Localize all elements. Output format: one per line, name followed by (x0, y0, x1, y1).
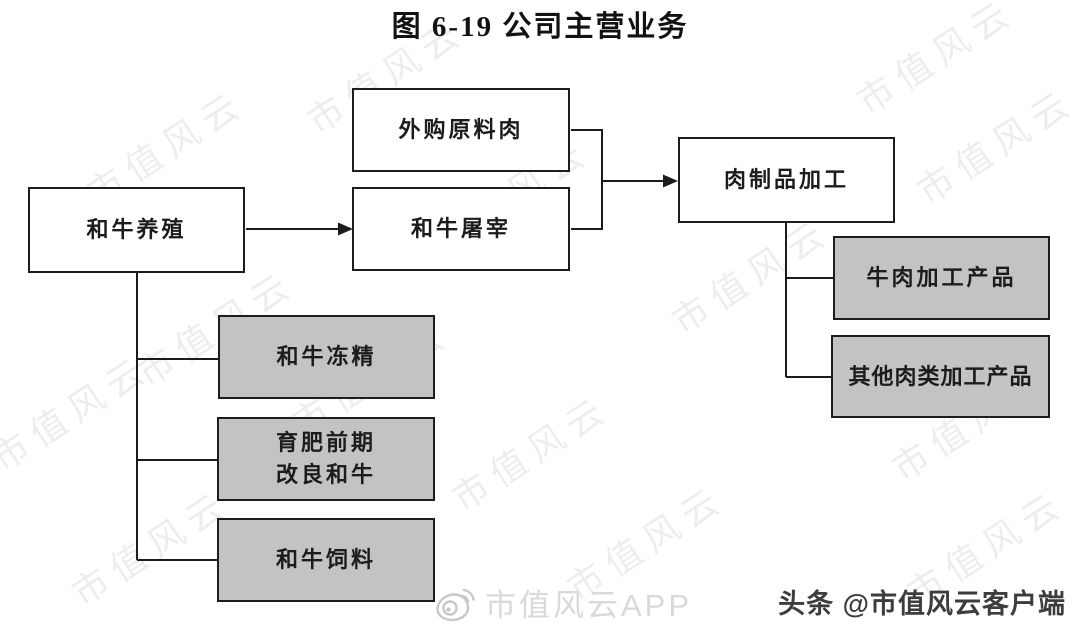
node-label: 和牛冻精 (276, 344, 377, 370)
node-wagyu-slaughter: 和牛屠宰 (352, 187, 570, 271)
node-label: 外购原料肉 (398, 117, 524, 143)
node-label: 肉制品加工 (723, 167, 849, 193)
app-watermark-group: 市值风云APP (433, 580, 692, 625)
node-beef-processed-products: 牛肉加工产品 (833, 236, 1050, 320)
node-label: 和牛屠宰 (410, 216, 511, 242)
node-other-meat-processed-products: 其他肉类加工产品 (831, 335, 1050, 418)
arrowhead-to-slaughter (338, 222, 353, 236)
node-label: 其他肉类加工产品 (848, 363, 1033, 389)
watermark-text: 市值风云 (664, 209, 839, 343)
watermark-text: 市值风云 (909, 79, 1080, 213)
app-watermark-label: 市值风云APP (485, 588, 693, 623)
watermark-text: 市值风云 (444, 386, 619, 520)
weibo-eye-logo-icon (436, 588, 475, 621)
credit-text: 头条 @市值风云客户端 (778, 589, 1066, 619)
node-pre-fattening-improved-wagyu: 育肥前期 改良和牛 (217, 417, 435, 501)
node-purchased-raw-meat: 外购原料肉 (352, 88, 570, 172)
node-meat-product-processing: 肉制品加工 (678, 137, 895, 223)
arrowhead-to-processing (663, 174, 678, 188)
watermark-text: 市值风云 (64, 481, 239, 615)
node-label: 育肥前期 改良和牛 (275, 430, 376, 487)
node-label: 牛肉加工产品 (866, 265, 1017, 291)
node-wagyu-frozen-semen: 和牛冻精 (218, 315, 435, 399)
node-label: 和牛饲料 (275, 547, 376, 573)
watermark-text: 市值风云 (0, 346, 159, 480)
node-label: 和牛养殖 (86, 217, 187, 243)
node-wagyu-feed: 和牛饲料 (217, 518, 435, 602)
figure-title: 图 6-19 公司主营业务 (391, 11, 689, 43)
node-wagyu-breeding: 和牛养殖 (28, 187, 245, 273)
